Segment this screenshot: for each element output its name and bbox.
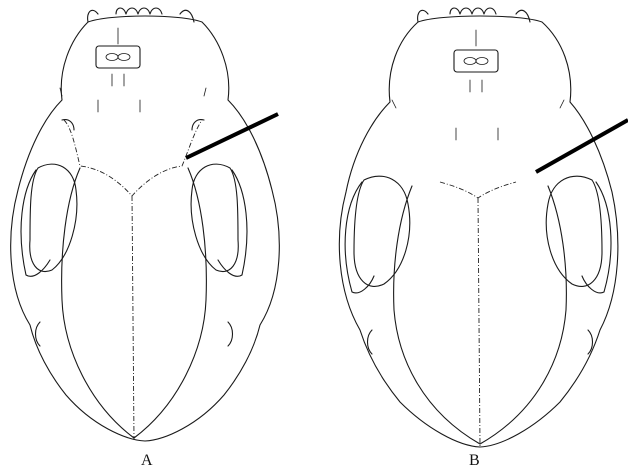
right-orbit-a — [191, 164, 238, 271]
left-orbit-b — [354, 176, 410, 286]
pointer-b — [536, 120, 628, 172]
panel-label-b: B — [469, 453, 480, 469]
skull-outline-a — [11, 16, 280, 441]
sagittal-suture-a — [132, 196, 134, 440]
frontal-suture-a — [64, 120, 202, 196]
incisors-a — [88, 8, 194, 22]
pointer-a — [186, 114, 278, 158]
right-orbit-b — [546, 176, 602, 286]
panel-label-a: A — [141, 453, 153, 469]
skull-drawing-a — [11, 8, 280, 441]
left-orbit-a — [30, 164, 77, 271]
skull-drawing-b — [339, 8, 618, 447]
sagittal-suture-b — [478, 198, 480, 446]
frontal-suture-b — [440, 182, 516, 198]
incisors-b — [418, 8, 530, 22]
